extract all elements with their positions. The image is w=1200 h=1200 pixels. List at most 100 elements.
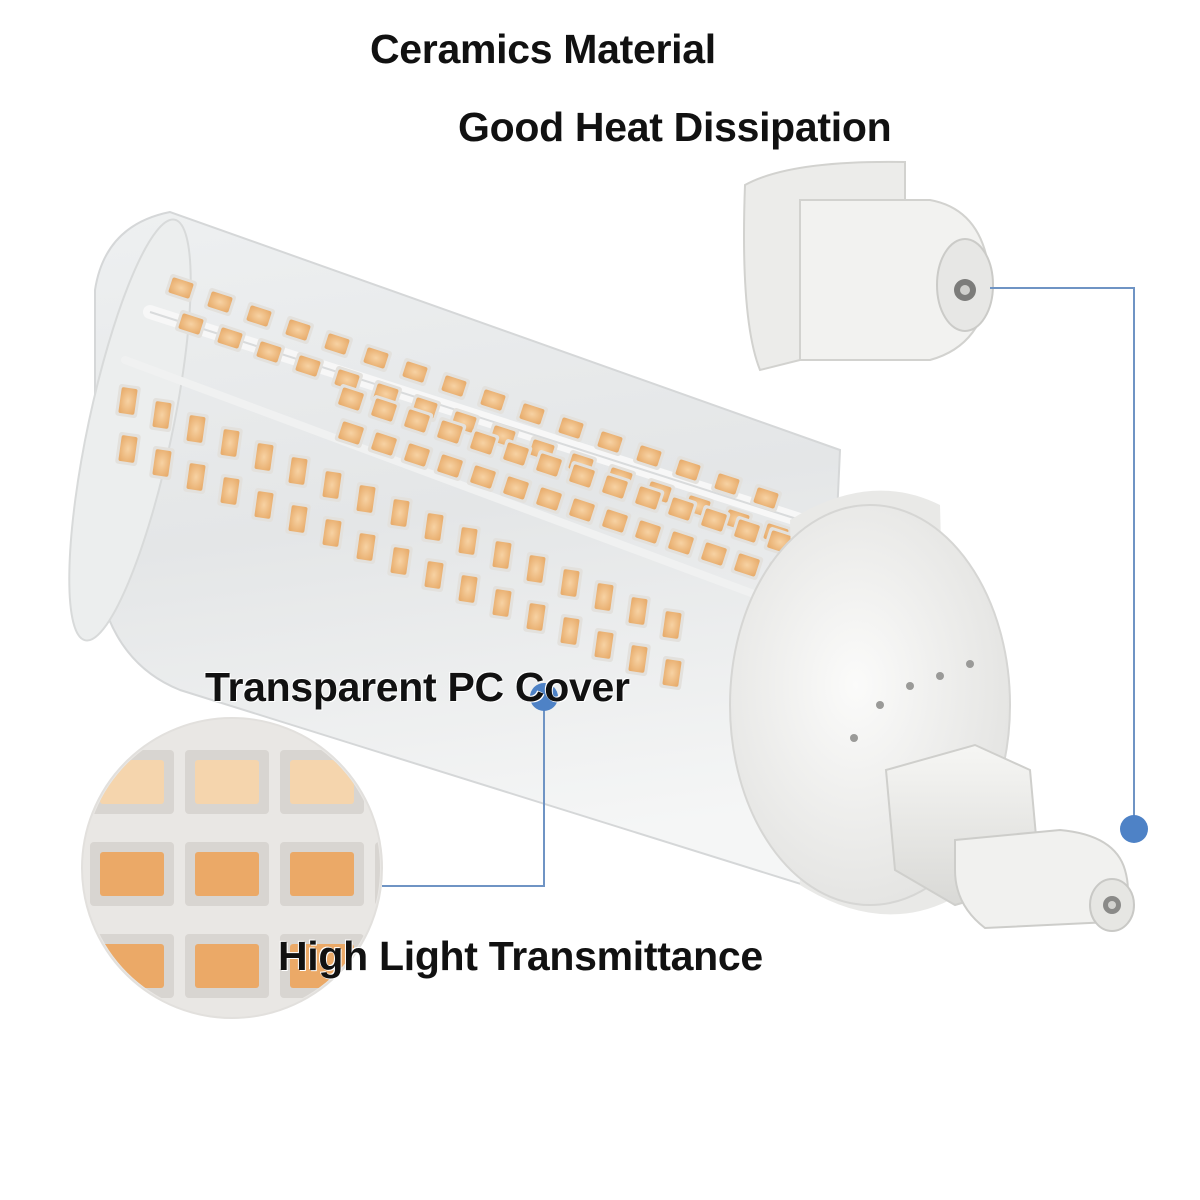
led-chip <box>363 347 389 369</box>
zoom-led-chip <box>195 760 259 804</box>
led-chip <box>424 561 444 589</box>
led-chip <box>285 319 311 341</box>
led-chip <box>714 473 740 495</box>
led-chip <box>371 398 397 422</box>
led-chip <box>371 432 397 456</box>
led-chip <box>668 497 694 521</box>
led-chip <box>701 542 727 566</box>
zoom-led-chip <box>100 944 164 988</box>
led-chip <box>602 475 628 499</box>
led-chip <box>338 387 364 411</box>
led-chip <box>152 401 172 429</box>
r7s-pin-base <box>884 743 1135 932</box>
led-chip <box>753 487 779 509</box>
led-chip <box>734 553 760 577</box>
led-chip <box>178 313 204 335</box>
led-chip <box>168 277 194 299</box>
led-chip <box>217 327 243 349</box>
led-chip <box>503 476 529 500</box>
led-chip <box>635 486 661 510</box>
led-chip <box>356 485 376 513</box>
led-chip <box>437 420 463 444</box>
led-chip <box>186 415 206 443</box>
led-chip <box>118 435 138 463</box>
led-chip <box>636 445 662 467</box>
led-chip <box>390 547 410 575</box>
led-chip <box>295 355 321 377</box>
led-chip <box>441 375 467 397</box>
led-chip <box>569 498 595 522</box>
led-chip <box>594 583 614 611</box>
zoom-led-chip <box>195 852 259 896</box>
led-chip <box>390 499 410 527</box>
zoom-led-chip <box>290 760 354 804</box>
led-chip <box>594 631 614 659</box>
led-chip <box>207 291 233 313</box>
led-chip <box>536 453 562 477</box>
led-chip <box>152 449 172 477</box>
led-chip <box>701 508 727 532</box>
led-chip <box>519 403 545 425</box>
led-chip <box>324 333 350 355</box>
led-chip <box>338 421 364 445</box>
led-chip <box>628 597 648 625</box>
led-chip <box>668 531 694 555</box>
zoom-led-chip <box>290 852 354 896</box>
led-chip <box>458 575 478 603</box>
led-chip <box>560 617 580 645</box>
led-chip <box>526 603 546 631</box>
led-chip <box>256 341 282 363</box>
led-chip <box>220 477 240 505</box>
led-chip <box>628 645 648 673</box>
led-chip <box>492 541 512 569</box>
callout-ceramic-pin <box>990 287 1148 843</box>
led-chip <box>118 387 138 415</box>
callout-dot <box>1120 815 1148 843</box>
led-chip <box>322 519 342 547</box>
caption-good-heat-dissipation: Good Heat Dissipation <box>458 104 892 150</box>
ceramic-pin-detail <box>743 160 994 372</box>
led-chip-array <box>115 273 797 690</box>
led-chip <box>597 431 623 453</box>
led-chip <box>220 429 240 457</box>
zoom-led-chip <box>195 944 259 988</box>
vent-holes <box>850 660 974 742</box>
led-chip <box>470 465 496 489</box>
zoom-led-chip <box>385 852 449 896</box>
led-chip <box>437 454 463 478</box>
caption-high-light-transmittance: High Light Transmittance <box>278 933 763 979</box>
led-chip <box>288 457 308 485</box>
led-chip <box>334 369 360 391</box>
led-chip <box>558 417 584 439</box>
led-chip <box>246 305 272 327</box>
led-chip <box>404 443 430 467</box>
led-chip <box>470 431 496 455</box>
led-chip <box>404 409 430 433</box>
led-chip <box>503 442 529 466</box>
led-chip <box>526 555 546 583</box>
led-chip <box>458 527 478 555</box>
zoom-led-chip <box>100 852 164 896</box>
led-chip <box>288 505 308 533</box>
led-chip <box>662 611 682 639</box>
led-chip <box>492 589 512 617</box>
caption-transparent-pc-cover: Transparent PC Cover <box>205 664 630 710</box>
led-chip <box>734 519 760 543</box>
led-chip <box>480 389 506 411</box>
led-chip <box>560 569 580 597</box>
callout-pc-cover <box>382 683 558 887</box>
led-chip <box>254 491 274 519</box>
led-chip <box>569 464 595 488</box>
led-chip <box>322 471 342 499</box>
zoom-led-frame <box>375 842 380 906</box>
led-chip <box>186 463 206 491</box>
led-chip <box>635 520 661 544</box>
led-chip <box>536 487 562 511</box>
led-chip <box>254 443 274 471</box>
led-chip <box>675 459 701 481</box>
callout-dot <box>530 683 558 711</box>
led-chip <box>662 659 682 687</box>
led-chip <box>602 509 628 533</box>
led-chip <box>424 513 444 541</box>
